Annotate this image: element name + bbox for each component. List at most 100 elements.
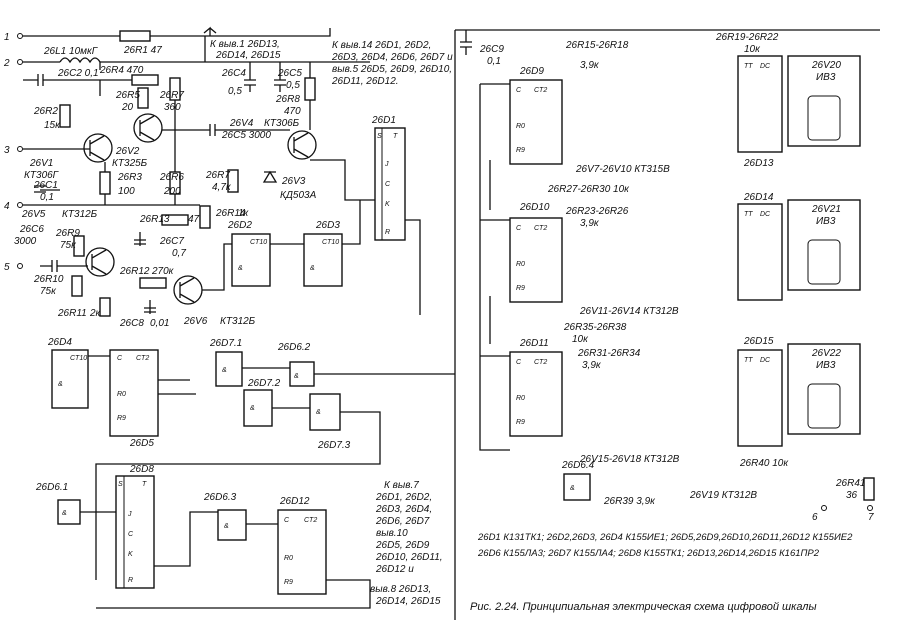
r2-label: 26R2: [33, 106, 58, 117]
bottom-note-4: 26D6, 26D7: [375, 516, 430, 527]
chip-d3: [303, 233, 343, 287]
power-note-1: К выв.1 26D13,: [210, 39, 280, 50]
input-terminals: 1 2 3 4 5: [3, 32, 23, 273]
c6-value: 3000: [14, 236, 37, 247]
transistor-v4: [287, 130, 317, 160]
d1-k: K: [385, 201, 390, 208]
input-amplifier: 26C2 0,1 26R4 470 26R5 20 26R7 360 26R2 …: [14, 62, 317, 329]
d11-r9: R9: [516, 419, 525, 426]
d15-tt: TT: [744, 357, 753, 364]
v3-type: КД503А: [280, 190, 317, 201]
d12-c1: C: [284, 517, 290, 524]
resistor-r10: [71, 275, 83, 297]
terminal-3: [17, 146, 23, 152]
d13-label: 26D13: [743, 158, 774, 169]
v1-type: КТ306Г: [24, 170, 60, 181]
c7-value: 0,7: [172, 248, 186, 259]
r12-label: 26R12: [119, 266, 150, 277]
bottom-note-10: 26D14, 26D15: [375, 596, 441, 607]
d2-ct10: CT10: [250, 239, 267, 246]
v21-type: ИВ3: [816, 216, 836, 227]
indicator-v22: [787, 343, 861, 435]
chip-d9: [509, 79, 563, 165]
v15-label: 26V15-26V18 КТ312В: [579, 454, 680, 465]
chip-d5: [109, 349, 159, 437]
terminal-5: [17, 263, 23, 269]
d10-r9: R9: [516, 285, 525, 292]
r39-label: 26R39 3,9к: [603, 496, 656, 507]
chip-d10: [509, 217, 563, 303]
chip-d1: [374, 127, 406, 241]
d62-amp: &: [294, 373, 299, 380]
c8-label: 26C8: [119, 318, 144, 329]
d11-label: 26D11: [519, 338, 549, 349]
c5b-label: 26C5 3000: [221, 130, 271, 141]
chip-d4: [51, 349, 89, 409]
d4-ct10: CT10: [70, 355, 87, 362]
resistor-r4: [131, 74, 159, 86]
power-note-1b: 26D14, 26D15: [215, 50, 281, 61]
resistor-r17: [227, 169, 239, 193]
r7-value: 360: [164, 102, 181, 113]
d63-label: 26D6.3: [203, 492, 237, 503]
transistor-v1: [83, 133, 113, 163]
d14-dc: DC: [760, 211, 771, 218]
v22-label: 26V22: [811, 348, 841, 359]
terminal-7: [867, 505, 873, 511]
d15-label: 26D15: [743, 336, 774, 347]
c1-value: 0,1: [40, 192, 54, 203]
d1-c: C: [385, 181, 391, 188]
v21-label: 26V21: [811, 204, 841, 215]
indicator-v20: [787, 55, 861, 147]
bottom-note-3: 26D3, 26D4,: [375, 504, 432, 515]
display-drivers: 26R15-26R18 3,9к 26R19-26R22 10к 26V7-26…: [547, 32, 875, 523]
d12-label: 26D12: [279, 496, 310, 507]
d2-amp: &: [238, 265, 243, 272]
r4-label: 26R4 470: [99, 65, 144, 76]
v21-digit: [807, 239, 841, 285]
terminal-4-label: 4: [4, 201, 10, 212]
r35-value: 10к: [572, 334, 589, 345]
figure-caption: Рис. 2.24. Принципиальная электрическая …: [470, 601, 817, 613]
resistor-r5: [137, 87, 149, 109]
gate-d64: [563, 473, 591, 501]
d5-c1: C: [117, 355, 123, 362]
r9-value: 75к: [60, 240, 77, 251]
resistor-r1: [119, 30, 151, 42]
r8-value: 470: [284, 106, 301, 117]
d5-r9: R9: [117, 415, 126, 422]
d73-label: 26D7.3: [317, 440, 351, 451]
r6-label: 26R6: [159, 172, 184, 183]
r5-value: 20: [121, 102, 134, 113]
d9-ct2: CT2: [534, 87, 547, 94]
r7-label: 26R7: [159, 90, 184, 101]
prescaler: 26D1 S T J C K R 26D2 CT10 & 26D3 CT10 &: [202, 115, 421, 315]
d5-label: 26D5: [129, 438, 154, 449]
terminal-5-label: 5: [4, 262, 10, 273]
c9-label: 26C9: [479, 44, 504, 55]
r10-value: 75к: [40, 286, 57, 297]
r19-label: 26R19-26R22: [715, 32, 779, 43]
d8-r: R: [128, 577, 133, 584]
c6-label: 26C6: [19, 224, 44, 235]
v11-label: 26V11-26V14 КТ312В: [579, 306, 679, 317]
terminal-1-label: 1: [4, 32, 10, 43]
resistor-r9: [73, 235, 85, 257]
r15-label: 26R15-26R18: [565, 40, 629, 51]
terminal-2: [17, 59, 23, 65]
chip-d8: [115, 475, 155, 589]
chip-d12: [277, 509, 327, 595]
resistor-r41: [863, 477, 875, 501]
chip-d2: [231, 233, 271, 287]
terminal-7-label: 7: [868, 512, 874, 523]
r17-value: 4,7к: [212, 182, 232, 193]
c5-value: 0,5: [286, 80, 300, 91]
v2-label: 26V2: [115, 146, 140, 157]
r3-label: 26R3: [117, 172, 142, 183]
d71-label: 26D7.1: [209, 338, 242, 349]
v4-label: 26V4: [229, 118, 254, 129]
d12-r9: R9: [284, 579, 293, 586]
resistor-r3: [99, 171, 111, 195]
power-note-2d: 26D11, 26D12.: [331, 76, 399, 87]
inductor-l1: [59, 57, 101, 64]
